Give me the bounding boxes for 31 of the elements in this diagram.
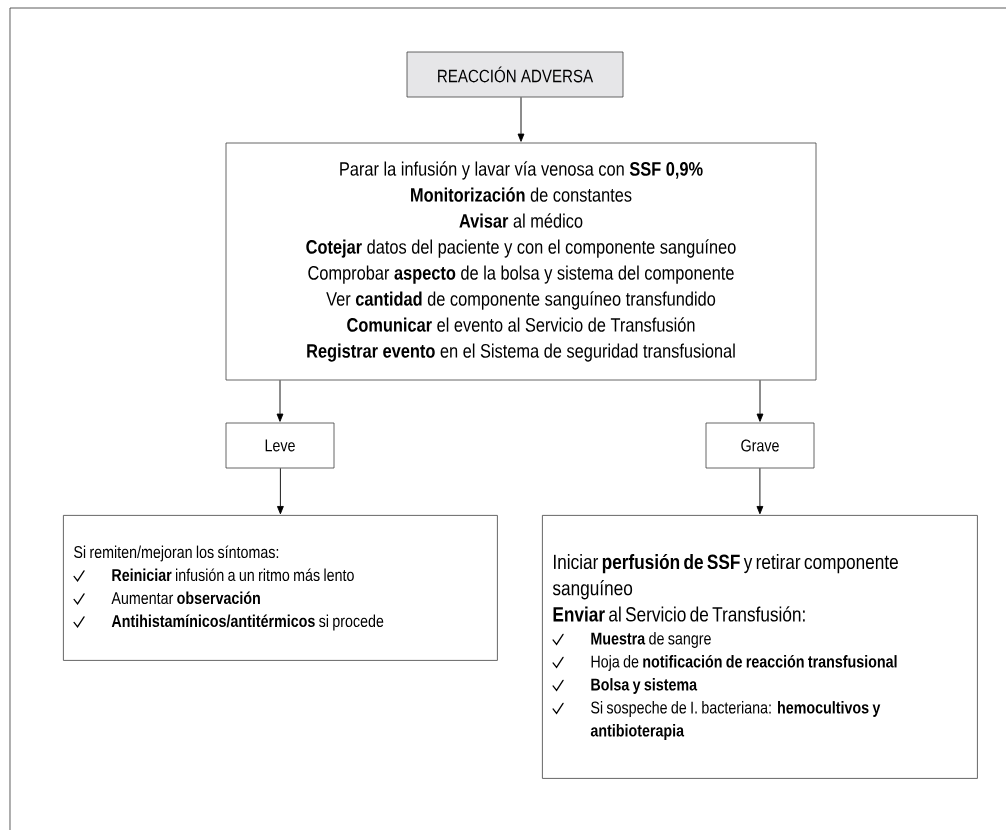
arrow [756, 379, 764, 422]
intro-text: Si remiten/mejoran los síntomas: [74, 545, 279, 562]
decision-box [705, 422, 815, 469]
list-item: Si sospeche de I. bacteriana: hemocultivos y antibioterapia [590, 701, 881, 740]
action-box [63, 515, 498, 661]
instruction-text: Monitorización de constantes [411, 187, 632, 202]
arrow [276, 379, 284, 422]
instruction-text: Avisar al médico [459, 213, 583, 228]
list-item: Reiniciar infusión a un ritmo más lento [112, 568, 354, 582]
instruction-text: Leve [265, 439, 295, 452]
instruction-text: Grave [741, 439, 779, 452]
instruction-text: Comunicar el evento al Servicio de Transfusión [347, 317, 695, 332]
instruction-text: Registrar evento en el Sistema de seguridad transfusional [307, 343, 735, 362]
list-item: Aumentar observación [111, 591, 260, 605]
list-item: Bolsa y sistema [591, 678, 698, 694]
instruction-text: Cotejar datos del paciente y con el componente sanguíneo [306, 239, 736, 258]
arrow [277, 467, 284, 515]
instruction-text: Ver cantidad de componente sanguíneo transfundido [326, 291, 716, 310]
start-box [406, 51, 624, 98]
list-item: Hoja de notificación de reacción transfusional [591, 654, 897, 671]
intro-text: Enviar al Servicio de Transfusión: [553, 606, 805, 622]
instruction-text: Comprobar aspecto de la bolsa y sistema del componente [308, 265, 734, 284]
instruction-text: Parar la infusión y lavar vía venosa con SSF 0,9% [340, 161, 703, 180]
action-box [542, 515, 978, 779]
instruction-text: REACCIÓN ADVERSA [438, 66, 594, 83]
arrow [517, 96, 525, 142]
list-item: Antihistamínicos/antitérmicos si procede [111, 614, 384, 631]
arrow [756, 467, 764, 515]
decision-box [225, 422, 335, 469]
process-box [225, 142, 817, 381]
list-item: Muestra de sangre [591, 632, 711, 648]
